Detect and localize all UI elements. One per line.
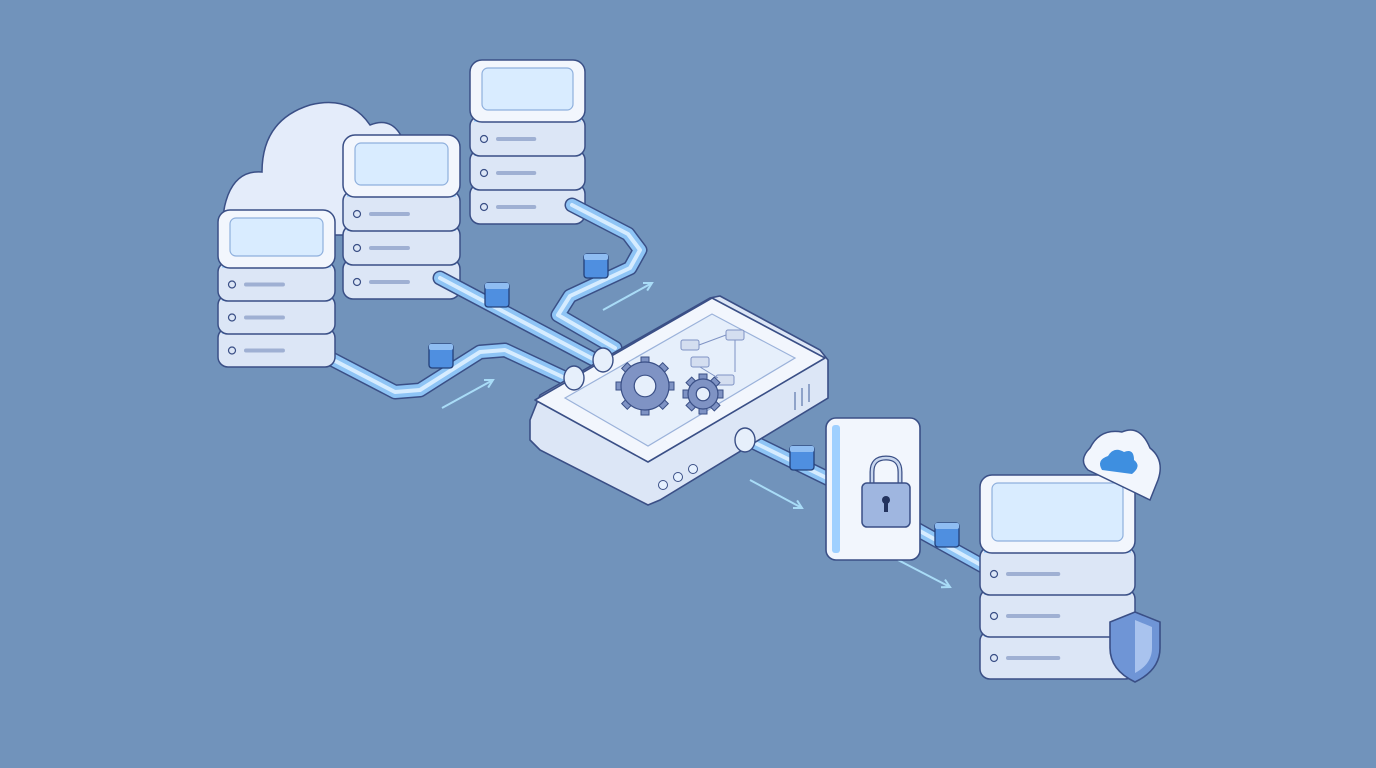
vent-slot: [369, 212, 410, 216]
status-light: [989, 611, 999, 621]
server-stack-icon: [469, 59, 586, 225]
data-packet-icon: [484, 282, 510, 308]
server-stack-icon: [342, 134, 461, 300]
vent-slot: [244, 348, 285, 353]
server-top-panel: [991, 482, 1124, 542]
gear-icon: [682, 373, 724, 415]
arrow-icon: [897, 559, 952, 589]
vent-slot: [496, 205, 537, 209]
pipe-highlight: [438, 276, 597, 362]
vent-slot: [369, 246, 410, 250]
server-unit: [979, 546, 1136, 596]
shield-icon: [1109, 611, 1161, 683]
vent-slot: [496, 171, 537, 175]
flowchart-icon: [680, 329, 745, 386]
status-light: [352, 243, 362, 253]
status-light: [352, 209, 362, 219]
pipe-port: [734, 427, 756, 453]
security-gateway: [825, 417, 921, 561]
server-stack-icon: [979, 474, 1136, 680]
status-light: [227, 346, 237, 355]
status-light: [352, 277, 362, 287]
gear-icon: [615, 356, 675, 416]
data-packet-icon: [583, 253, 609, 279]
pipe-highlight: [316, 348, 567, 394]
status-light: [673, 472, 683, 482]
pipe-port: [592, 347, 614, 373]
status-light: [479, 168, 489, 178]
arrow-icon: [749, 479, 804, 510]
server-stack-icon: [217, 209, 336, 368]
server-top-panel: [229, 217, 324, 257]
pipe-port: [563, 365, 585, 391]
data-packet-icon: [934, 522, 960, 548]
processing-hub: [529, 295, 829, 506]
status-light: [479, 134, 489, 144]
vent-slot: [1006, 656, 1061, 660]
status-light: [688, 464, 698, 474]
hub-panel: [563, 313, 797, 447]
vent-slot: [244, 315, 285, 320]
vent-slot: [244, 282, 285, 287]
status-light: [227, 280, 237, 289]
arrow-icon: [602, 281, 654, 311]
vent-slot: [369, 280, 410, 284]
vent-slot: [1006, 572, 1061, 576]
status-light: [658, 480, 668, 490]
vent-slot: [1006, 614, 1061, 618]
arrow-icon: [441, 378, 495, 409]
pipe-highlight: [556, 203, 642, 350]
status-light: [989, 653, 999, 663]
data-packet-icon: [789, 445, 815, 471]
status-light: [989, 569, 999, 579]
server-top-panel: [481, 67, 574, 111]
server-top-panel: [354, 142, 449, 186]
data-packet-icon: [428, 343, 454, 369]
status-light: [479, 202, 489, 212]
vent-slot: [496, 137, 537, 141]
lock-icon: [861, 455, 911, 528]
cloud-icon: [1082, 429, 1161, 502]
status-light: [227, 313, 237, 322]
